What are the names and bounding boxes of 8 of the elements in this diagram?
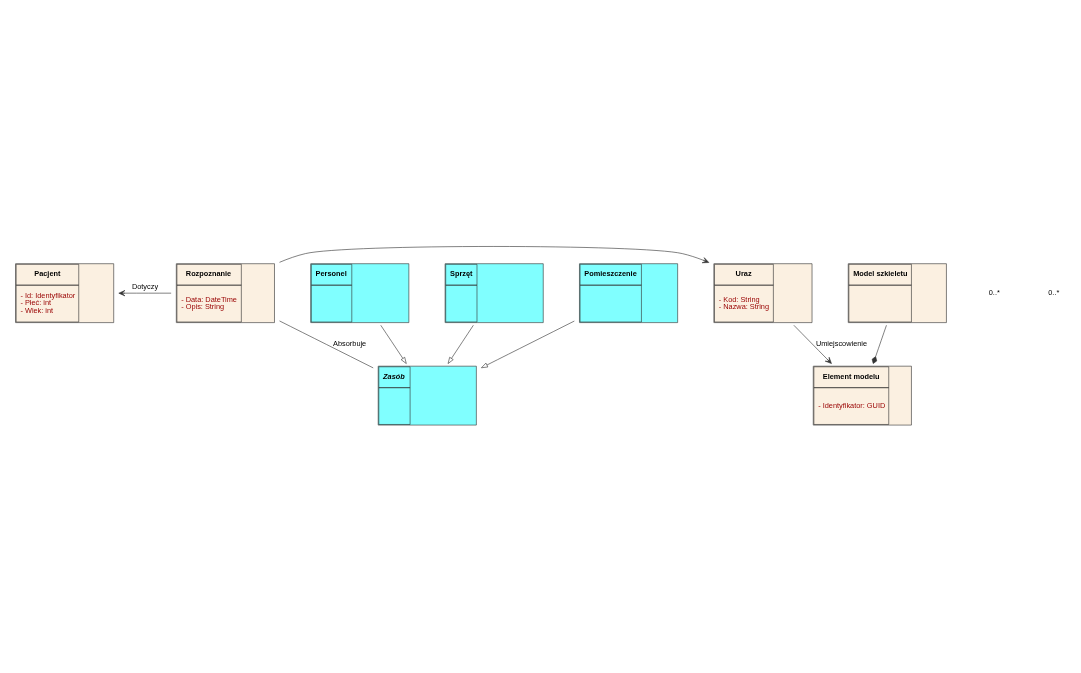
arrow xyxy=(793,324,832,364)
arrow xyxy=(118,289,172,296)
arrow xyxy=(481,320,575,368)
connector xyxy=(279,320,374,368)
arrow xyxy=(447,324,474,364)
connector xyxy=(871,324,887,364)
arrow xyxy=(380,324,407,364)
arrow xyxy=(279,245,710,263)
